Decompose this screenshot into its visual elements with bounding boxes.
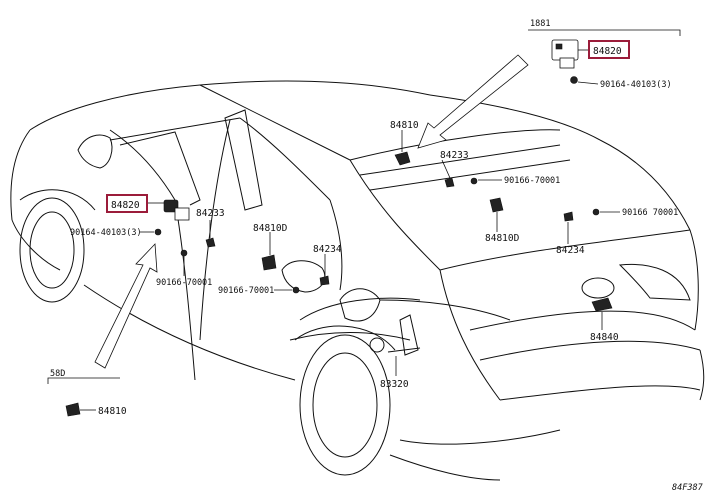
part-markers (140, 130, 620, 376)
diagram-code: 84F387 (672, 483, 704, 493)
label-84810D-left[interactable]: 84810D (253, 223, 288, 234)
label-84234-right[interactable]: 84234 (556, 245, 585, 256)
highlight-84820-left (106, 194, 148, 213)
label-84810-top[interactable]: 84810 (390, 120, 419, 131)
label-90166-top[interactable]: 90166-70001 (504, 176, 560, 186)
label-83320[interactable]: 83320 (380, 379, 409, 390)
label-84233-left[interactable]: 84233 (196, 208, 225, 219)
label-90166-left2[interactable]: 90166-70001 (218, 286, 274, 296)
label-84810D-right[interactable]: 84810D (485, 233, 520, 244)
label-90164-top[interactable]: 90164-40103(3) (600, 80, 672, 90)
top-right-header: 1881 (530, 19, 550, 29)
label-90164-left[interactable]: 90164-40103(3) (70, 228, 142, 238)
label-84820-left[interactable]: 84820 (111, 200, 140, 211)
direction-arrows (94, 54, 529, 369)
label-84820-top[interactable]: 84820 (593, 46, 622, 57)
label-84810-bottom[interactable]: 84810 (98, 406, 127, 417)
car-body (10, 80, 705, 481)
bottom-left-header: 58D (50, 369, 65, 379)
label-84234-left[interactable]: 84234 (313, 244, 342, 255)
part-labels: 84820 84820 90164-40103(3) 90164-40103(3… (70, 46, 704, 493)
label-90166-left1[interactable]: 90166-70001 (156, 278, 212, 288)
bottom-left-callout: 58D (47, 369, 120, 417)
label-84840[interactable]: 84840 (590, 332, 619, 343)
label-84233-top[interactable]: 84233 (440, 150, 469, 161)
label-90166-right[interactable]: 90166 70001 (622, 208, 678, 218)
highlight-84820-top (588, 40, 630, 59)
